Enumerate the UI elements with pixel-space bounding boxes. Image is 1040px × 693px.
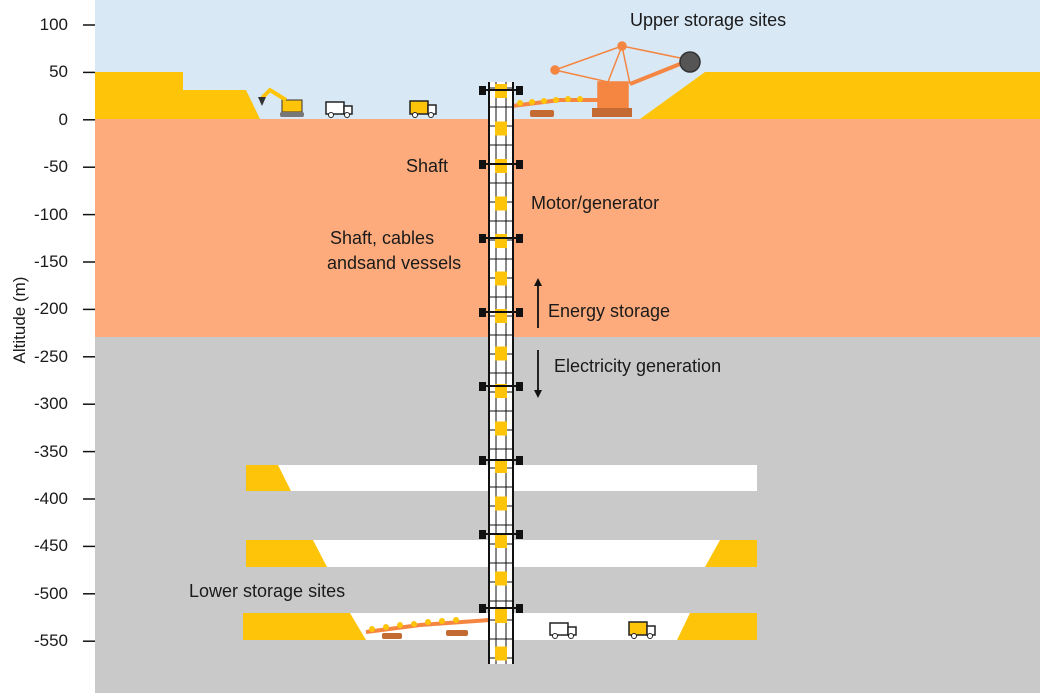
upper-sand-pile-right [640, 72, 1040, 119]
truck-icon [409, 100, 437, 118]
y-tick-label: 100 [39, 15, 68, 34]
motor-generator-icon [516, 234, 523, 243]
sand-vessel [495, 459, 507, 473]
sand-vessel [495, 196, 507, 211]
motor-generator-icon [516, 604, 523, 613]
truck-icon [628, 621, 656, 639]
motor-generator-icon [516, 160, 523, 169]
sand-vessel [495, 384, 507, 398]
sand-vessel [495, 609, 507, 623]
truck-icon [549, 622, 577, 639]
excavator-icon [258, 87, 304, 117]
lower-storage-label: Lower storage sites [189, 581, 346, 601]
bucket-wheel-excavator-icon [550, 41, 701, 117]
arrow-down-icon [534, 350, 542, 398]
y-tick-label: -150 [33, 252, 68, 271]
shaft-label: Shaft [406, 156, 449, 176]
upper-rock-layer [95, 119, 1040, 337]
y-tick-label: 50 [49, 62, 68, 82]
y-tick-label: 0 [58, 109, 68, 129]
conveyor-icon [511, 96, 600, 117]
motor-generator-icon [516, 308, 523, 317]
sand-vessel [495, 496, 507, 511]
motor-generator-icon [479, 86, 486, 95]
tunnel-3-sand-right [677, 613, 757, 640]
energy-storage-label: Energy storage [548, 301, 671, 321]
motor-generator-icon [516, 456, 523, 465]
conveyor-icon [365, 617, 491, 639]
motor-generator-icon [479, 160, 486, 169]
sand-vessel [495, 234, 507, 248]
y-tick-label: -250 [33, 346, 68, 366]
shaft [479, 82, 523, 664]
tunnel-1-sand [246, 465, 291, 491]
motor-generator-icon [479, 382, 486, 391]
axis-tick-marks [83, 24, 95, 642]
motor-generator-icon [479, 456, 486, 465]
y-tick-label: -550 [33, 631, 68, 651]
y-tick-label: -350 [33, 441, 68, 461]
sand-vessel [495, 121, 507, 136]
y-tick-label: -400 [33, 489, 68, 508]
tunnel-2-sand-left [246, 540, 327, 567]
y-tick-label: -300 [33, 394, 68, 414]
motor-generator-icon [479, 604, 486, 613]
shaft-cables-label-line1: Shaft, cables [330, 228, 435, 248]
y-tick-label: -100 [33, 204, 68, 224]
y-tick-label: -500 [33, 583, 68, 603]
sand-vessel [495, 571, 507, 586]
tunnel-2-sand-right [705, 540, 757, 567]
sand-vessel [495, 346, 507, 361]
sand-vessel [495, 534, 507, 548]
arrow-up-icon [534, 278, 542, 328]
motor-generator-icon [479, 530, 486, 539]
sand-vessel [495, 159, 507, 173]
y-tick-label: -200 [33, 299, 68, 319]
upper-storage-label: Upper storage sites [630, 10, 787, 30]
sand-vessel [495, 271, 507, 286]
electricity-generation-label: Electricity generation [554, 356, 722, 376]
tunnel-3-sand-left [243, 613, 366, 640]
shaft-cables-label-line2: andsand vessels [327, 253, 462, 273]
upper-sand-pile-left [95, 72, 260, 119]
motor-generator-icon [479, 234, 486, 243]
y-tick-label: -50 [43, 157, 68, 177]
truck-icon [325, 101, 353, 118]
motor-generator-icon [516, 382, 523, 391]
motor-generator-icon [516, 86, 523, 95]
y-tick-label: -450 [33, 536, 68, 556]
sand-vessel [495, 421, 507, 436]
motor-generator-icon [516, 530, 523, 539]
sand-vessel [495, 646, 507, 661]
motor-generator-icon [479, 308, 486, 317]
motor-generator-label: Motor/generator [531, 193, 660, 213]
